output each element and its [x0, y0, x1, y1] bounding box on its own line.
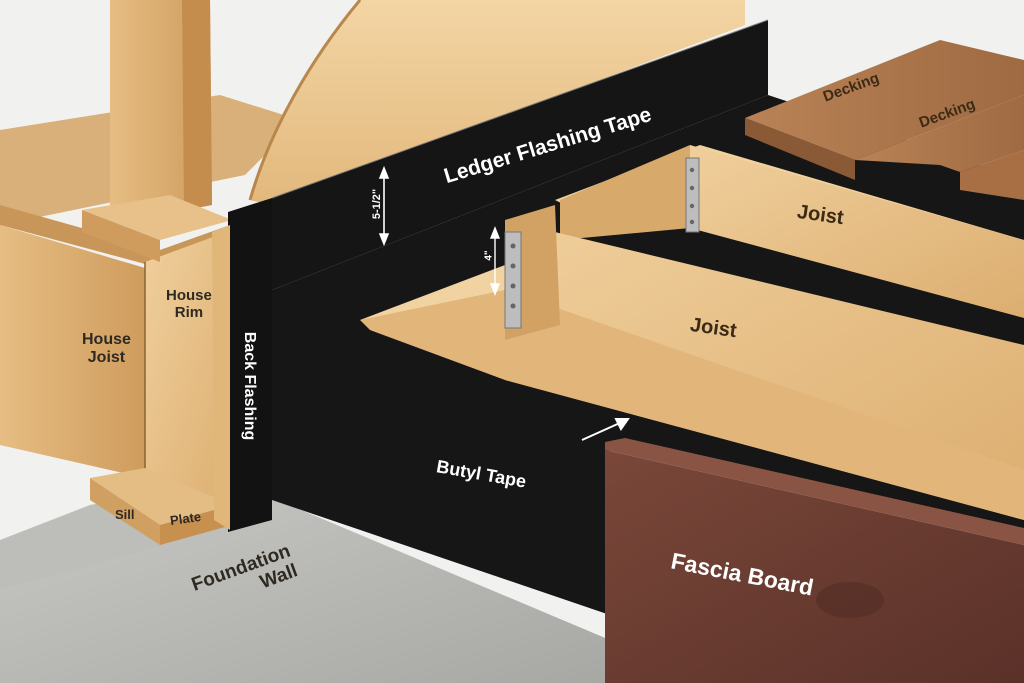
back-flashing-edge	[212, 225, 230, 530]
decking-board-2	[855, 95, 1024, 172]
hanger-height-dimension: 4"	[483, 250, 495, 261]
decking-board-1	[745, 40, 1024, 160]
sill-plate-top	[90, 468, 232, 525]
back-joist-face	[690, 145, 1024, 318]
house-joist-label-line2: Joist	[87, 349, 126, 366]
house-rim-label: House Rim	[166, 288, 212, 320]
house-rim-face	[145, 230, 232, 520]
post-base-block	[82, 195, 232, 240]
fascia-board	[605, 450, 1024, 683]
decking-board-1-edge	[745, 118, 855, 180]
fascia-board-top	[605, 438, 1024, 545]
sill-plate-front	[90, 478, 160, 545]
house-rim-label-line2: Rim	[174, 304, 204, 321]
sill-label: Sill	[115, 507, 135, 522]
house-joist-label: House Joist	[82, 332, 131, 366]
post-base-block-front	[82, 210, 160, 262]
dimension-arrow-hanger	[489, 226, 501, 296]
joist-hanger-back	[685, 157, 700, 233]
back-flashing-label: Back Flashing	[241, 331, 259, 441]
joist-hanger-front	[504, 231, 522, 329]
house-joist-label-line1: House	[82, 331, 131, 348]
butyl-tape-arrow	[581, 418, 630, 441]
subfloor-sheet	[250, 0, 745, 205]
ledger-flashing-tape	[272, 20, 768, 290]
vertical-post-shadow	[182, 0, 212, 210]
back-flashing	[228, 198, 272, 532]
decking-board-3	[960, 150, 1024, 200]
house-joist-side	[0, 225, 145, 478]
dimension-arrow-tape	[378, 165, 390, 247]
house-rim-label-line1: House	[166, 287, 212, 304]
back-joist-end	[560, 145, 690, 240]
tape-width-dimension: 5-1/2"	[371, 188, 384, 220]
front-joist-lower-plank	[360, 290, 1024, 520]
